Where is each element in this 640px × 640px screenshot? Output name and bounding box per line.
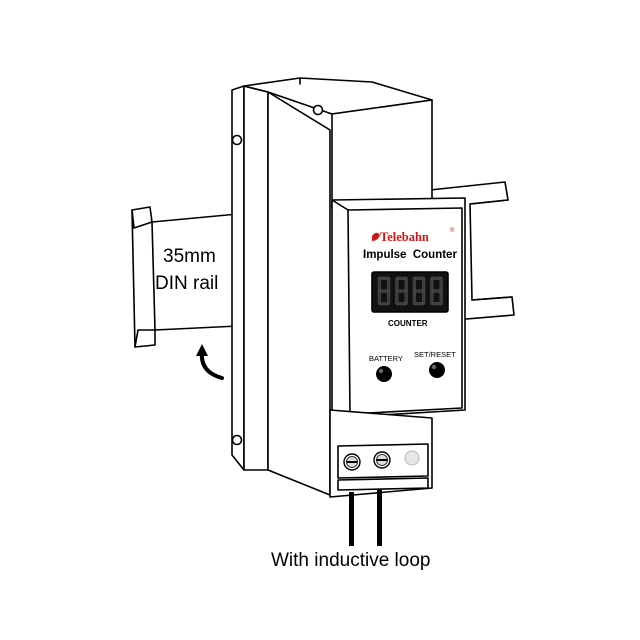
- mount-hole-icon: [231, 134, 243, 146]
- mount-hole-icon: [312, 104, 324, 116]
- battery-button-label: BATTERY: [369, 354, 403, 363]
- display-segment: [387, 277, 391, 292]
- display-segment: [412, 277, 416, 292]
- terminal-screw-icon: [343, 453, 361, 471]
- display-segment: [430, 290, 434, 305]
- brand-name: Telebahn: [380, 230, 429, 244]
- din-rail-front: [131, 206, 239, 348]
- display-segment: [404, 277, 408, 292]
- display-segment: [422, 277, 426, 292]
- display-segment: [395, 277, 399, 292]
- clip-direction-arrow-icon: [196, 344, 224, 380]
- housing-front: [267, 91, 331, 496]
- display-segment: [404, 290, 408, 305]
- display-segment: [439, 290, 443, 305]
- display-segment: [412, 290, 416, 305]
- display-segment: [377, 277, 381, 292]
- terminal-screw-icon: [373, 451, 391, 469]
- inductive-loop-wires: [349, 490, 382, 546]
- display-label: COUNTER: [388, 319, 428, 328]
- diagram-caption: With inductive loop: [271, 550, 430, 571]
- set-reset-button-label: SET/RESET: [414, 350, 456, 359]
- product-title: Impulse Counter: [363, 249, 457, 261]
- led-display: [371, 271, 449, 313]
- display-segment: [422, 290, 426, 305]
- brand-logo: Telebahn ®: [372, 227, 455, 244]
- rail-label-size: 35mm: [163, 246, 216, 267]
- display-segment: [377, 290, 381, 305]
- display-segment: [395, 290, 399, 305]
- display-segment: [439, 277, 443, 292]
- terminal-empty-icon: [404, 450, 420, 466]
- brand-mark: ®: [450, 227, 455, 234]
- battery-button[interactable]: [376, 366, 392, 382]
- mount-hole-icon: [231, 434, 243, 446]
- seven-segment-digits: [377, 276, 443, 306]
- rail-label-type: DIN rail: [155, 273, 218, 294]
- display-segment: [430, 277, 434, 292]
- set-reset-button[interactable]: [429, 362, 445, 378]
- display-segment: [387, 290, 391, 305]
